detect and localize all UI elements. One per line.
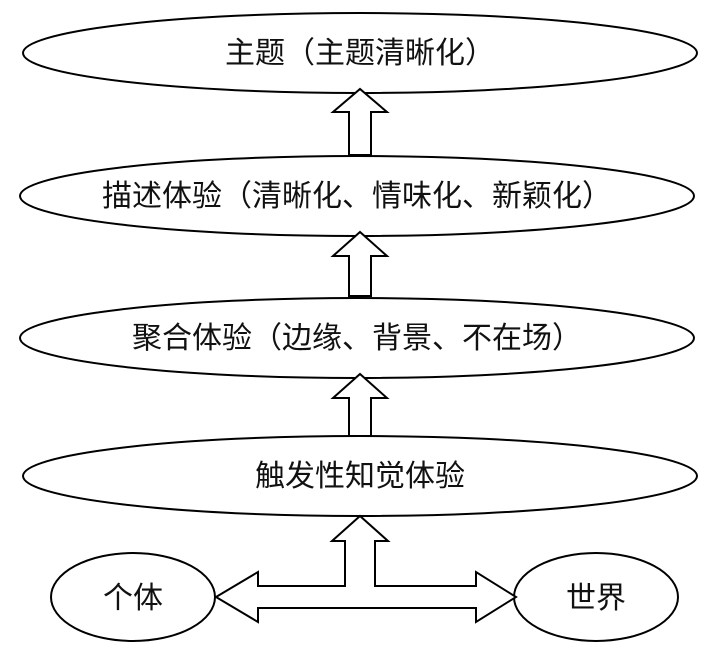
node-world-label: 世界 [566,581,626,616]
arrow-trigger-to-aggregate [330,372,390,437]
arrow-aggregate-to-describe [330,230,390,297]
arrow-describe-to-theme [330,87,390,156]
node-individual-label: 个体 [103,581,163,616]
node-trigger-label: 触发性知觉体验 [255,459,465,494]
arrow-individual-world-to-trigger [214,514,518,624]
node-theme-label: 主题（主题清晰化） [225,36,495,71]
node-describe-label: 描述体验（清晰化、情味化、新颖化） [102,179,612,214]
node-aggregate-label: 聚合体验（边缘、背景、不在场） [132,321,582,356]
